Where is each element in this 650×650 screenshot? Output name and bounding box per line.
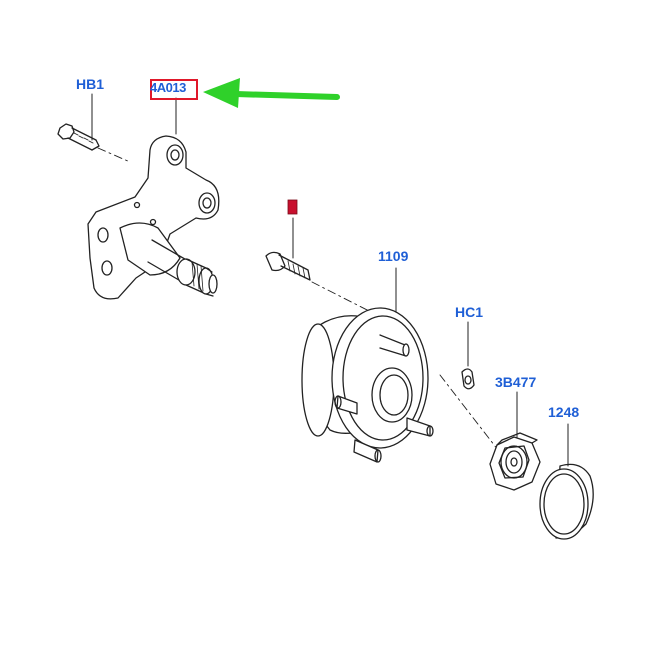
- label-hc1: HC1: [455, 304, 484, 320]
- wheel-stud: [265, 251, 311, 281]
- green-arrow-pointer: [203, 78, 340, 108]
- stub-axle-carrier: [87, 135, 220, 300]
- axis-line-bolt: [97, 147, 131, 163]
- wheel-hub: [301, 307, 434, 463]
- label-1109: 1109: [378, 248, 409, 264]
- label-4a013: 4A013: [150, 80, 186, 95]
- hub-nut: [489, 432, 541, 491]
- hub-bolt: [57, 123, 100, 151]
- label-3b477: 3B477: [495, 374, 537, 390]
- label-hb1: HB1: [76, 76, 105, 92]
- axis-line-hub: [439, 374, 499, 451]
- grease-cap: [539, 463, 594, 540]
- label-1248: 1248: [548, 404, 580, 420]
- axis-line-stud: [311, 281, 376, 315]
- washer: [461, 368, 475, 390]
- highlight-box: [150, 79, 198, 100]
- stud-marker: [287, 199, 298, 215]
